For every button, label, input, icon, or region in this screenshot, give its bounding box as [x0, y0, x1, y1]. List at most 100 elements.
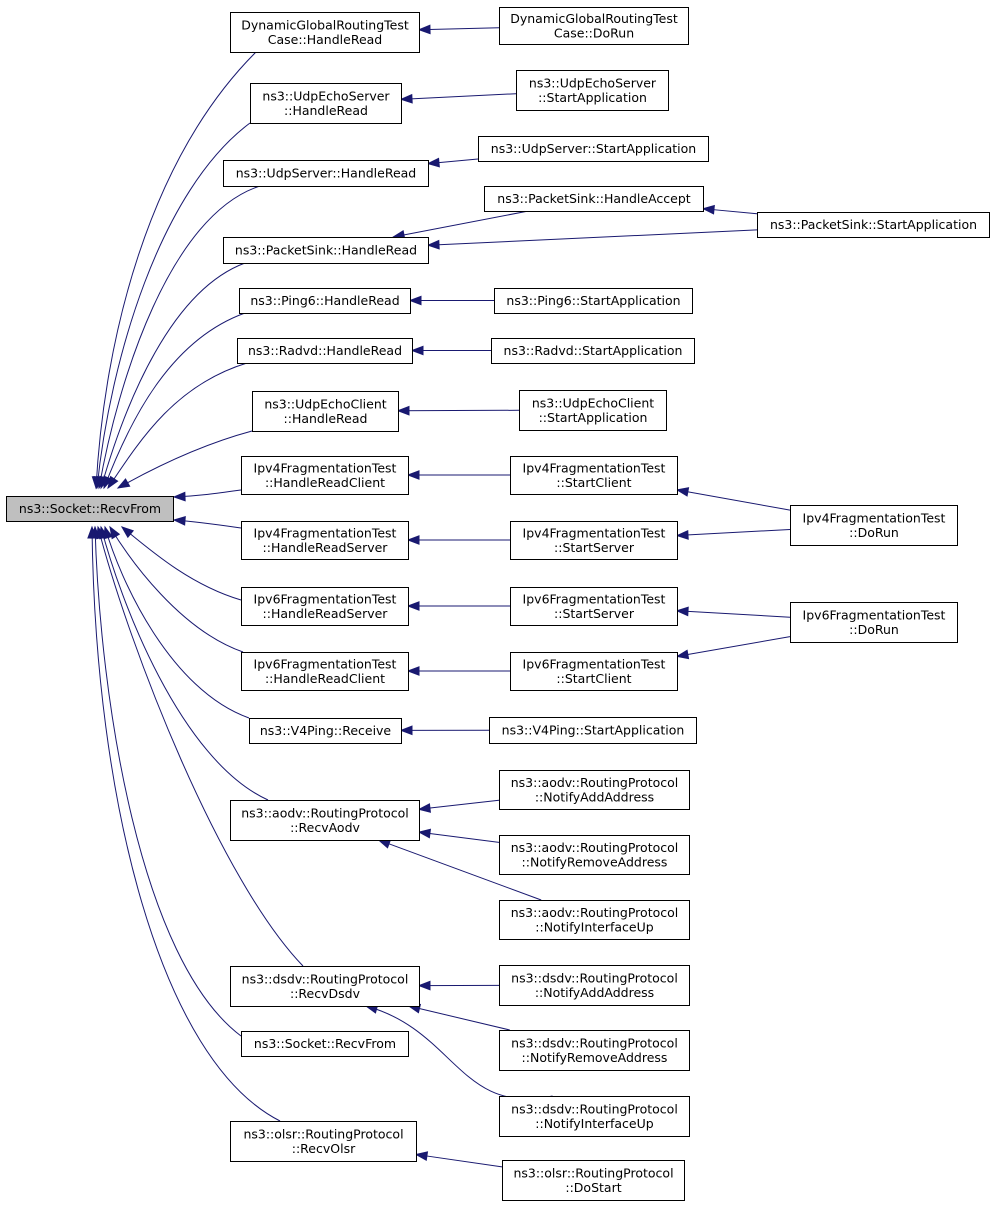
node-box	[478, 136, 709, 162]
edge-v4_sa-to-v4_rc-arrowhead	[399, 725, 413, 736]
node-rv_sa[interactable]: ns3::Radvd::StartApplication	[491, 338, 695, 364]
node-box	[249, 718, 402, 744]
edge-ao_nra-to-ao_ra	[417, 828, 500, 843]
node-uec_sa[interactable]: ns3::UdpEchoClient::StartApplication	[519, 390, 667, 431]
edge-ps_sa-to-ps_hr-line	[427, 229, 758, 246]
node-box	[757, 212, 990, 238]
node-ues_sa[interactable]: ns3::UdpEchoServer::StartApplication	[516, 70, 669, 111]
edge-p6_sa-to-p6_hr-arrowhead	[408, 295, 422, 306]
node-label-line: ::HandleReadServer	[263, 606, 389, 621]
node-label-line: Ipv6FragmentationTest	[254, 591, 397, 606]
edge-dgr_hr-to-root-line	[95, 51, 257, 489]
node-label-line: Ipv4FragmentationTest	[254, 460, 397, 475]
node-i6_hrc[interactable]: Ipv6FragmentationTest::HandleReadClient	[241, 652, 409, 691]
node-ao_ra[interactable]: ns3::aodv::RoutingProtocol::RecvAodv	[230, 800, 420, 841]
edge-i6_run-to-i6_sc-line	[676, 636, 791, 657]
edge-p6_sa-to-p6_hr	[408, 295, 494, 306]
node-ds_rd[interactable]: ns3::dsdv::RoutingProtocol::RecvDsdv	[230, 966, 420, 1007]
node-ol_ro[interactable]: ns3::olsr::RoutingProtocol::RecvOlsr	[230, 1121, 417, 1162]
node-i4_ss[interactable]: Ipv4FragmentationTest::StartServer	[510, 521, 678, 560]
node-i4_sc[interactable]: Ipv4FragmentationTest::StartClient	[510, 456, 678, 495]
node-ol_ds[interactable]: ns3::olsr::RoutingProtocol::DoStart	[502, 1160, 685, 1201]
node-label-line: ns3::PacketSink::StartApplication	[770, 217, 977, 232]
edge-ao_naa-to-ao_ra	[417, 799, 500, 813]
node-us_sa[interactable]: ns3::UdpServer::StartApplication	[478, 136, 709, 162]
edge-i6_sc-to-i6_hrc-arrowhead	[406, 666, 420, 676]
node-us_hr[interactable]: ns3::UdpServer::HandleRead	[223, 160, 429, 187]
node-box	[499, 900, 690, 940]
edge-ds_naa-to-ds_rd-arrowhead	[417, 980, 431, 991]
node-ao_niu[interactable]: ns3::aodv::RoutingProtocol::NotifyInterf…	[499, 900, 690, 940]
edge-i6_run-to-i6_ss	[675, 606, 791, 618]
node-label-line: ns3::UdpEchoServer	[262, 88, 390, 103]
node-i6_sc[interactable]: Ipv6FragmentationTest::StartClient	[510, 652, 678, 691]
node-label-line: ::RecvDsdv	[290, 986, 361, 1001]
node-ao_naa[interactable]: ns3::aodv::RoutingProtocol::NotifyAddAdd…	[499, 770, 690, 810]
node-uec_hr[interactable]: ns3::UdpEchoClient::HandleRead	[252, 391, 399, 432]
edge-i6_ss-to-i6_hrs-arrowhead	[406, 601, 420, 611]
node-ps_hr[interactable]: ns3::PacketSink::HandleRead	[223, 237, 429, 264]
node-box	[252, 391, 399, 432]
node-ds_niu[interactable]: ns3::dsdv::RoutingProtocol::NotifyInterf…	[499, 1096, 690, 1137]
node-label-line: Ipv4FragmentationTest	[803, 510, 946, 525]
edge-ao_niu-to-ao_ra-arrowhead	[377, 839, 392, 849]
node-i4_hrs[interactable]: Ipv4FragmentationTest::HandleReadServer	[241, 521, 409, 560]
node-box	[499, 1030, 690, 1071]
node-box	[510, 521, 678, 560]
edge-uec_hr-to-root-line	[117, 430, 253, 489]
node-ps_ha[interactable]: ns3::PacketSink::HandleAccept	[484, 186, 704, 212]
node-label-line: ns3::Radvd::HandleRead	[248, 343, 402, 358]
node-box	[241, 1031, 409, 1057]
node-label-line: ::StartApplication	[539, 410, 648, 425]
node-box	[6, 496, 174, 522]
node-i6_run[interactable]: Ipv6FragmentationTest::DoRun	[790, 602, 958, 643]
node-box	[241, 521, 409, 560]
edge-uec_hr-to-root	[116, 430, 253, 489]
node-i6_hrs[interactable]: Ipv6FragmentationTest::HandleReadServer	[241, 587, 409, 626]
node-label-line: ::StartApplication	[538, 90, 647, 105]
node-sk_rf[interactable]: ns3::Socket::RecvFrom	[241, 1031, 409, 1057]
edge-i4_run-to-i4_ss-arrowhead	[675, 529, 689, 540]
node-rv_hr[interactable]: ns3::Radvd::HandleRead	[237, 338, 413, 364]
node-box	[484, 186, 704, 212]
edge-i4_run-to-i4_sc-line	[676, 489, 791, 511]
node-label-line: ::NotifyRemoveAddress	[522, 1050, 668, 1065]
node-p6_hr[interactable]: ns3::Ping6::HandleRead	[239, 288, 411, 314]
node-box	[230, 966, 420, 1007]
node-label-line: ::DoRun	[849, 622, 899, 637]
node-box	[516, 70, 669, 111]
node-label-line: ::DoRun	[849, 525, 899, 540]
node-ao_nra[interactable]: ns3::aodv::RoutingProtocol::NotifyRemove…	[499, 835, 690, 875]
node-label-line: ::HandleReadClient	[265, 475, 385, 490]
node-v4_sa[interactable]: ns3::V4Ping::StartApplication	[489, 717, 697, 744]
edge-rv_hr-to-root-arrowhead	[107, 475, 119, 490]
node-ps_sa[interactable]: ns3::PacketSink::StartApplication	[757, 212, 990, 238]
edge-i6_ss-to-i6_hrs	[406, 601, 510, 611]
node-label-line: ::StartServer	[554, 606, 635, 621]
node-box	[250, 83, 402, 124]
node-box	[230, 1121, 417, 1162]
edge-v4_sa-to-v4_rc	[399, 725, 490, 736]
node-box	[510, 456, 678, 495]
node-i4_run[interactable]: Ipv4FragmentationTest::DoRun	[790, 505, 958, 546]
node-ds_naa[interactable]: ns3::dsdv::RoutingProtocol::NotifyAddAdd…	[499, 965, 690, 1006]
node-label-line: ::HandleReadClient	[265, 671, 385, 686]
node-label-line: ::NotifyAddAddress	[535, 789, 654, 804]
node-i6_ss[interactable]: Ipv6FragmentationTest::StartServer	[510, 587, 678, 626]
node-label-line: ::HandleReadServer	[263, 540, 389, 555]
node-label-line: ns3::UdpServer::HandleRead	[236, 166, 417, 181]
node-p6_sa[interactable]: ns3::Ping6::StartApplication	[494, 288, 693, 314]
node-root[interactable]: ns3::Socket::RecvFrom	[6, 496, 174, 522]
node-label-line: ns3::Socket::RecvFrom	[254, 1036, 396, 1051]
node-box	[223, 237, 429, 264]
node-label-line: Ipv4FragmentationTest	[523, 525, 666, 540]
node-v4_rc[interactable]: ns3::V4Ping::Receive	[249, 718, 402, 744]
node-box	[230, 12, 420, 53]
node-ues_hr[interactable]: ns3::UdpEchoServer::HandleRead	[250, 83, 402, 124]
edge-i4_run-to-i4_sc-arrowhead	[675, 487, 690, 497]
node-i4_hrc[interactable]: Ipv4FragmentationTest::HandleReadClient	[241, 456, 409, 495]
node-label-line: ns3::Ping6::HandleRead	[250, 293, 399, 308]
node-ds_nra[interactable]: ns3::dsdv::RoutingProtocol::NotifyRemove…	[499, 1030, 690, 1071]
